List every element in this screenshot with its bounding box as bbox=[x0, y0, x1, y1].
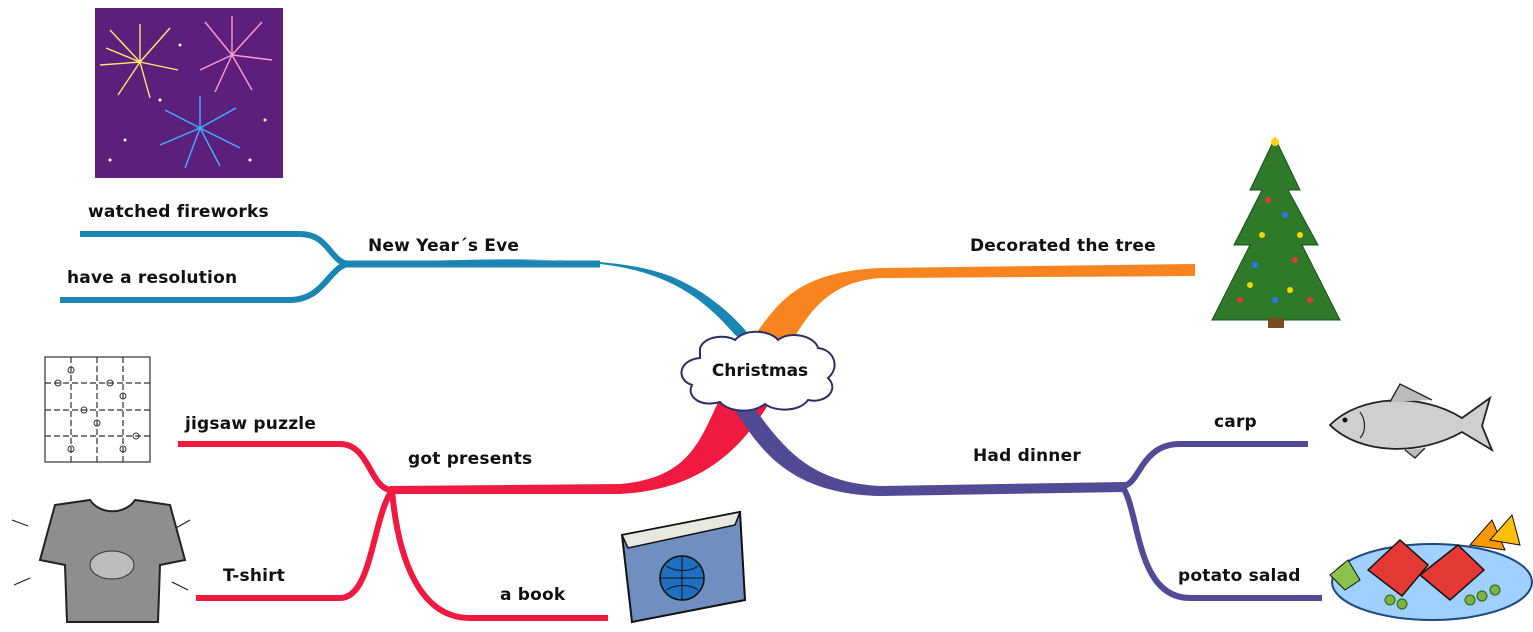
branch-jigsaw-line bbox=[178, 441, 393, 493]
label-jigsaw-puzzle[interactable]: jigsaw puzzle bbox=[185, 414, 317, 434]
center-topic-label[interactable]: Christmas bbox=[711, 361, 809, 381]
branch-tshirt-line bbox=[196, 488, 395, 601]
t-shirt-icon bbox=[11, 498, 191, 623]
label-carp[interactable]: carp bbox=[1214, 412, 1257, 432]
branch-presents-connector bbox=[390, 398, 768, 494]
branch-label-got-presents[interactable]: got presents bbox=[408, 449, 533, 469]
branch-watched-fireworks-line bbox=[80, 231, 351, 267]
fish-icon bbox=[1328, 383, 1494, 459]
branch-book-line bbox=[389, 489, 608, 621]
branch-label-had-dinner[interactable]: Had dinner bbox=[973, 446, 1081, 466]
center-cloud bbox=[680, 330, 836, 412]
label-have-a-resolution[interactable]: have a resolution bbox=[67, 268, 238, 288]
branch-have-resolution-line bbox=[60, 261, 351, 303]
branch-dinner-connector bbox=[735, 405, 1125, 496]
label-a-book[interactable]: a book bbox=[500, 585, 566, 605]
label-t-shirt[interactable]: T-shirt bbox=[223, 566, 286, 586]
label-potato-salad[interactable]: potato salad bbox=[1178, 566, 1301, 586]
label-watched-fireworks[interactable]: watched fireworks bbox=[88, 202, 269, 222]
branch-label-new-year[interactable]: New Year´s Eve bbox=[368, 236, 520, 256]
jigsaw-puzzle-icon bbox=[44, 356, 151, 463]
christmas-tree-icon bbox=[1211, 136, 1341, 328]
branch-tree-connector bbox=[755, 264, 1195, 345]
branch-new-year-connector bbox=[345, 259, 760, 350]
fireworks-icon bbox=[95, 8, 283, 178]
branch-carp-line bbox=[1121, 441, 1308, 489]
branch-label-decorated-tree[interactable]: Decorated the tree bbox=[970, 236, 1156, 256]
potato-salad-icon bbox=[1329, 513, 1533, 621]
branch-potato-salad-line bbox=[1119, 484, 1322, 601]
book-icon bbox=[620, 510, 747, 624]
